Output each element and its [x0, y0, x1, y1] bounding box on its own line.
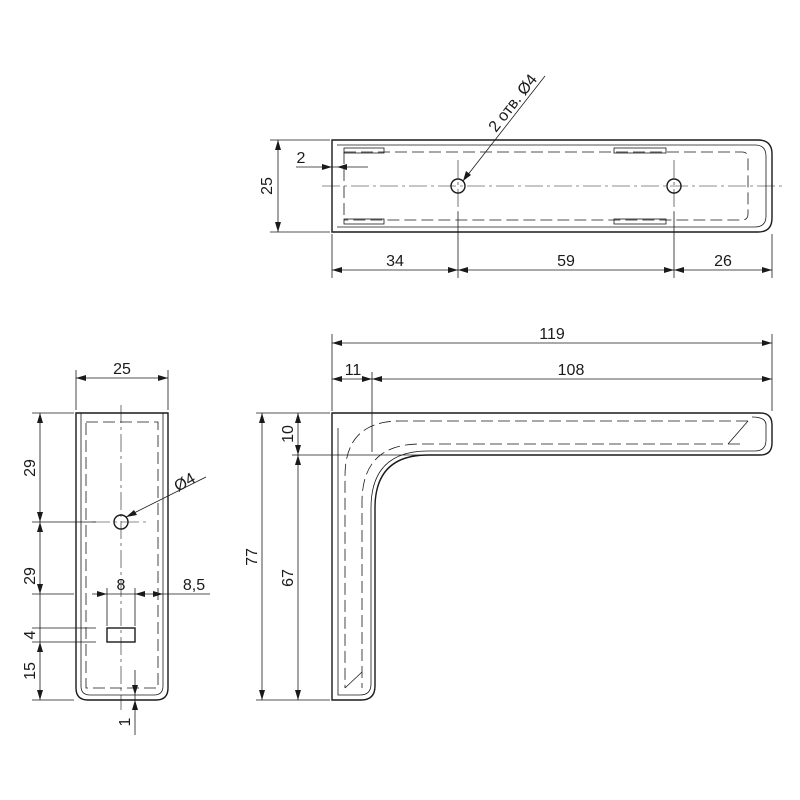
- arrowhead: [332, 340, 342, 346]
- arrowhead: [158, 375, 168, 381]
- upper-height-label: 29: [22, 459, 39, 477]
- wall-label: 2: [297, 150, 306, 167]
- top-view-lug-left-upper: [343, 147, 385, 154]
- end-view-hole: [113, 514, 129, 530]
- middle-spacing-label: 59: [557, 253, 575, 270]
- arrowhead: [132, 685, 138, 695]
- holes-leader: [462, 75, 546, 182]
- inner-height-label: 67: [280, 569, 297, 587]
- arrowhead: [37, 522, 43, 532]
- arrowhead: [153, 591, 163, 597]
- side-view-inner-line: [337, 416, 767, 696]
- arrowhead: [97, 591, 107, 597]
- arrowhead: [37, 642, 43, 652]
- hole-1: [450, 178, 466, 194]
- arrowhead: [337, 164, 347, 170]
- arm-label: 108: [558, 362, 585, 379]
- arrowhead: [37, 413, 43, 423]
- thickness-label: 11: [345, 362, 362, 379]
- hole-leader: [125, 476, 207, 518]
- right-spacing-label: 26: [714, 253, 732, 270]
- side-view-outline: [331, 412, 773, 701]
- arrowhead: [448, 267, 458, 273]
- arrowhead: [332, 267, 342, 273]
- arrowhead: [259, 690, 265, 700]
- arrowhead: [259, 413, 265, 423]
- arrowhead: [132, 700, 138, 710]
- arrowhead: [295, 413, 301, 423]
- bottom-height-label: 15: [22, 662, 39, 680]
- arrowhead: [37, 690, 43, 700]
- arrowhead: [674, 267, 684, 273]
- slot-width-label: 8: [117, 577, 126, 594]
- holes-leader-arrow: [463, 171, 471, 181]
- end-view-outline: [75, 412, 169, 701]
- gap-label: 1: [117, 717, 134, 726]
- top-view-outline: [331, 139, 773, 233]
- end-view-slot: [106, 627, 136, 643]
- arrowhead: [295, 455, 301, 465]
- side-view-hidden-inner: [344, 420, 748, 688]
- arrowhead: [332, 376, 342, 382]
- end-width-label: 25: [113, 361, 131, 378]
- arrowhead: [275, 140, 281, 150]
- side-view-hidden-inner-2: [361, 443, 740, 688]
- end-view: Ø4 25 29 29 4 15 8 8,5: [22, 361, 210, 735]
- lower-height-label: 29: [22, 567, 39, 585]
- arrowhead: [295, 445, 301, 455]
- arrowhead: [762, 340, 772, 346]
- end-view-hidden-inner: [85, 421, 159, 689]
- arrowhead: [275, 222, 281, 232]
- holes-note-label: 2 отв. Ø4: [486, 71, 541, 135]
- end-view-inner-line: [80, 413, 164, 696]
- top-view: 2 отв. Ø4 25 2 34 59 26: [259, 71, 782, 278]
- arrowhead: [762, 376, 772, 382]
- arrowhead: [362, 376, 372, 382]
- side-view: 119 11 108 10 77 67: [244, 326, 773, 701]
- top-thickness-label: 10: [280, 425, 297, 443]
- arrowhead: [372, 376, 382, 382]
- arrowhead: [76, 375, 86, 381]
- hole-note-label: Ø4: [172, 470, 199, 495]
- hole-2: [666, 178, 682, 194]
- total-height-label: 77: [244, 548, 261, 566]
- arrowhead: [322, 164, 332, 170]
- slot-offset-label: 8,5: [183, 577, 205, 594]
- top-view-lug-right-upper: [613, 147, 667, 154]
- arrowhead: [762, 267, 772, 273]
- side-view-chamfer: [727, 420, 749, 445]
- arrowhead: [295, 690, 301, 700]
- top-height-label: 25: [259, 177, 276, 195]
- top-view-hidden-inner: [344, 151, 749, 221]
- side-view-chamfer-bottom: [344, 671, 363, 689]
- slot-height-label: 4: [22, 630, 39, 639]
- arrowhead: [135, 591, 145, 597]
- length-label: 119: [539, 326, 565, 343]
- top-view-lug-left-lower: [343, 218, 385, 225]
- arrowhead: [37, 512, 43, 522]
- hole-leader-arrow: [126, 510, 137, 517]
- left-spacing-label: 34: [386, 253, 404, 270]
- arrowhead: [664, 267, 674, 273]
- arrowhead: [37, 584, 43, 594]
- arrowhead: [458, 267, 468, 273]
- top-view-lug-right-lower: [613, 218, 667, 225]
